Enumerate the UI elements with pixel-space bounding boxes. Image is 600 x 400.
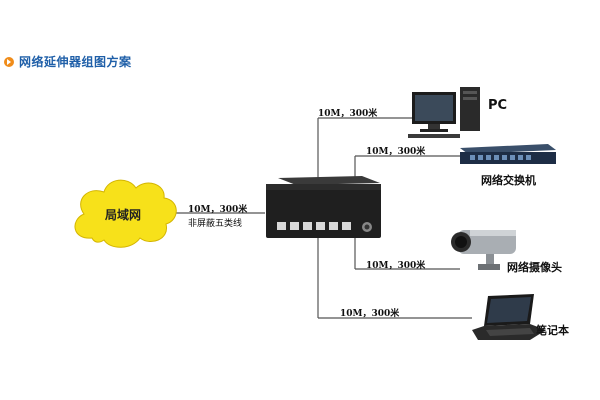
arrow-bullet-icon (4, 56, 14, 67)
camera-label: 网络摄像头 (507, 261, 562, 274)
laptop-icon (472, 294, 546, 340)
ip-camera-icon (451, 230, 516, 270)
diagram-title: 网络延伸器组图方案 (4, 53, 132, 70)
switch-link-speed: 10M，300米 (366, 147, 426, 157)
connection-lines (160, 117, 472, 319)
cable-type-label: 非屏蔽五类线 (188, 219, 243, 229)
lan-cloud-icon (74, 179, 177, 248)
laptop-label: 笔记本 (536, 324, 569, 337)
desktop-pc-icon (408, 87, 480, 138)
switch-label: 网络交换机 (481, 174, 536, 187)
pc-label: PC (488, 98, 508, 113)
pc-link-speed: 10M，300米 (318, 109, 378, 119)
network-extender-icon (266, 176, 381, 238)
network-switch-icon (460, 144, 556, 164)
camera-link-speed: 10M，300米 (366, 261, 426, 271)
title-text: 网络延伸器组图方案 (19, 55, 132, 69)
laptop-link-speed: 10M，300米 (340, 309, 400, 319)
lan-link-speed: 10M，300米 (188, 205, 248, 215)
lan-label: 局域网 (105, 207, 141, 222)
